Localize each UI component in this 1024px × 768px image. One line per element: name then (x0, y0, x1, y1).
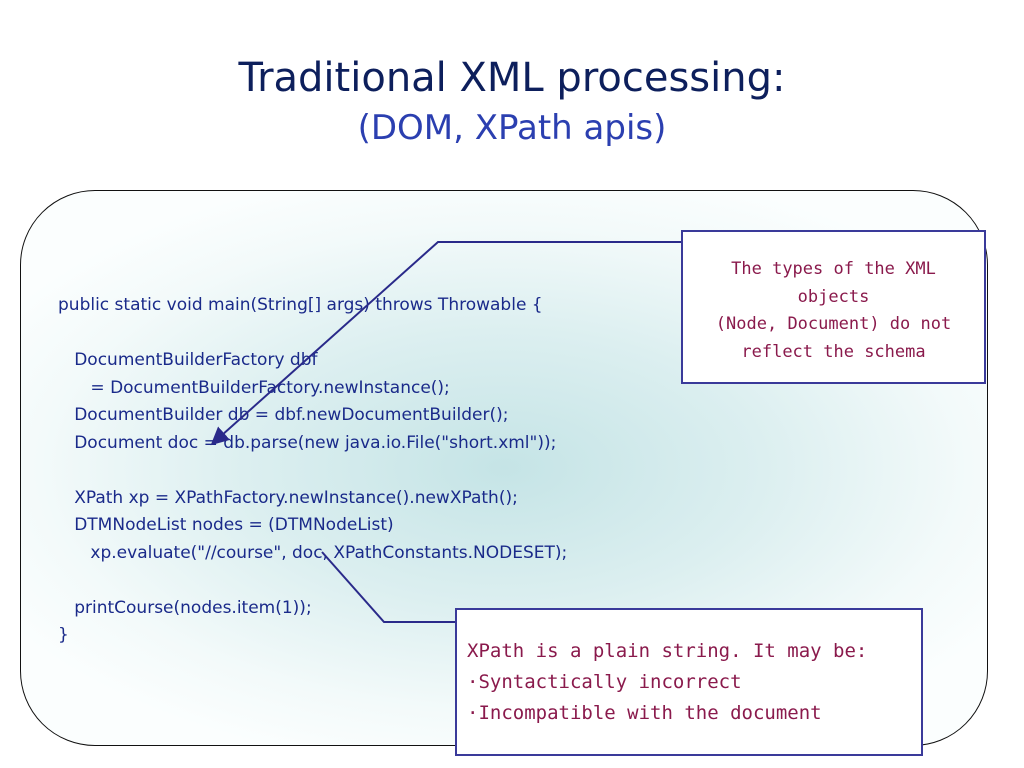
code-line: XPath xp = XPathFactory.newInstance().ne… (58, 487, 518, 508)
code-line (58, 567, 567, 595)
code-line (58, 320, 567, 348)
xpath-callout-line: XPath is a plain string. It may be: (467, 640, 868, 662)
code-line: xp.evaluate("//course", doc, XPathConsta… (58, 542, 568, 563)
code-line: DTMNodeList nodes = (DTMNodeList) (58, 515, 394, 535)
code-line: public static void main(String[] args) t… (58, 295, 543, 315)
code-line: = DocumentBuilderFactory.newInstance(); (58, 377, 450, 398)
types-callout-line: reflect the schema (741, 341, 926, 362)
slide-title: Traditional XML processing: (238, 55, 786, 101)
xpath-callout-line: ·Incompatible with the document (467, 702, 822, 724)
code-block: public static void main(String[] args) t… (58, 292, 567, 650)
code-line: DocumentBuilder db = dbf.newDocumentBuil… (58, 405, 509, 425)
code-line: Document doc = db.parse(new java.io.File… (58, 432, 557, 453)
xpath-callout-line: ·Syntactically incorrect (467, 671, 742, 693)
code-line: DocumentBuilderFactory dbf (58, 350, 318, 370)
types-callout-line: (Node, Document) do not (715, 314, 952, 334)
xpath-callout: XPath is a plain string. It may be: ·Syn… (455, 608, 923, 756)
types-callout: The types of the XML objects (Node, Docu… (681, 230, 986, 384)
code-line (58, 457, 567, 485)
code-line: } (58, 625, 69, 645)
types-callout-line: The types of the XML (731, 259, 936, 279)
slide-subtitle: (DOM, XPath apis) (357, 108, 667, 148)
types-callout-line: objects (797, 286, 870, 307)
code-line: printCourse(nodes.item(1)); (58, 597, 312, 618)
